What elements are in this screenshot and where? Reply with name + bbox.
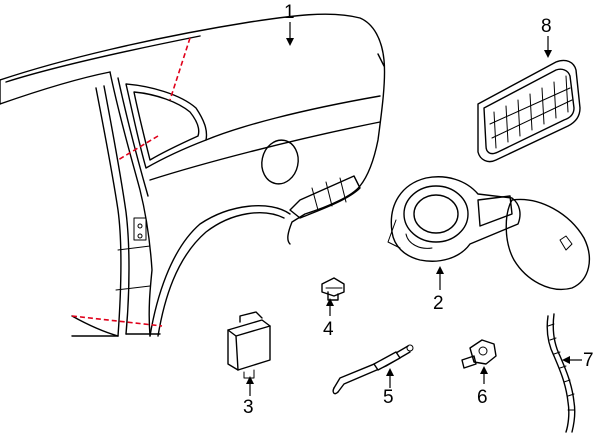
callout-5: 5 xyxy=(383,387,394,408)
clip-part-4 xyxy=(321,277,345,301)
release-cable-part-5 xyxy=(332,344,414,395)
callout-8: 8 xyxy=(541,16,552,37)
vent-grille xyxy=(477,59,581,163)
callout-6: 6 xyxy=(477,387,488,408)
callout-2: 2 xyxy=(433,293,444,314)
fuel-door-assembly xyxy=(387,176,591,290)
callout-3: 3 xyxy=(243,397,254,418)
bumper-part-3 xyxy=(227,311,271,379)
callout-1: 1 xyxy=(284,2,295,23)
callout-7: 7 xyxy=(583,350,594,371)
callout-labels: 1 2 3 4 5 6 7 8 xyxy=(243,2,594,418)
seal-strip-part-7 xyxy=(546,313,576,433)
callout-leaders xyxy=(246,22,582,396)
cut-lines xyxy=(71,37,191,327)
callout-4: 4 xyxy=(323,319,334,340)
quarter-panel xyxy=(0,13,386,337)
actuator-part-6 xyxy=(461,339,497,369)
